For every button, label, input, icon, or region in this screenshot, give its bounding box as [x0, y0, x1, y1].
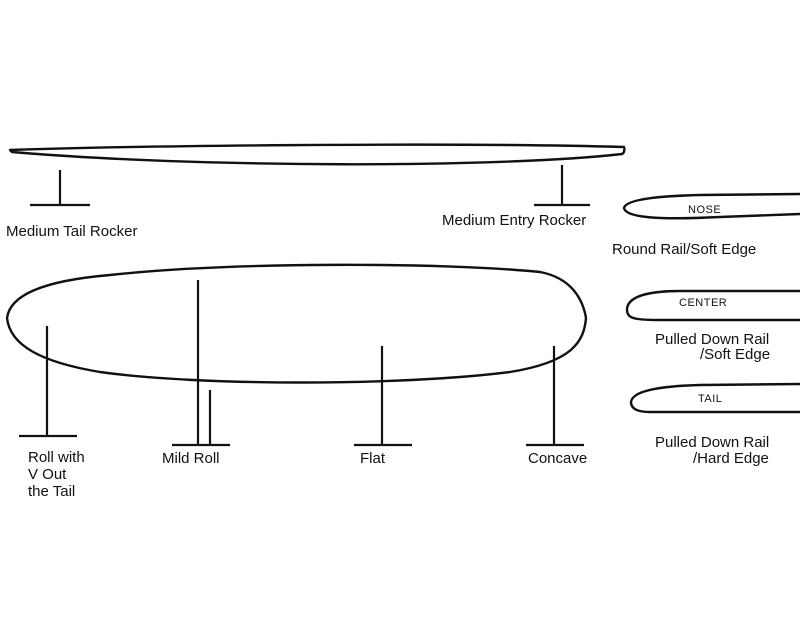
nose-rail-section: [622, 192, 800, 220]
flat-label: Flat: [360, 450, 386, 467]
roll-v-label: Roll with V Out the Tail: [28, 449, 89, 500]
tail-rail-section: [629, 382, 800, 414]
board-rocker-profile: [8, 143, 626, 166]
center-rail-label: Pulled Down Rail /Soft Edge: [655, 331, 773, 363]
tail-rail-label-line: /Hard Edge: [693, 450, 769, 467]
center-rail-label-line: /Soft Edge: [700, 346, 770, 363]
roll-v-label-line: Roll with: [28, 449, 85, 466]
tail-section-label: TAIL: [698, 393, 722, 405]
center-section-label: CENTER: [679, 297, 727, 309]
tail-rail-label-line: Pulled Down Rail: [655, 434, 769, 451]
entry-rocker-label: Medium Entry Rocker: [442, 212, 586, 229]
nose-rail-label: Round Rail/Soft Edge: [612, 241, 756, 258]
center-rail-section: [625, 289, 800, 322]
roll-v-label-line: the Tail: [28, 483, 75, 500]
tail-rocker-label: Medium Tail Rocker: [6, 223, 137, 240]
roll-v-label-line: V Out: [28, 466, 67, 483]
board-bottom-outline: [5, 263, 588, 384]
nose-section-label: NOSE: [688, 204, 721, 216]
center-rail-label-line: Pulled Down Rail: [655, 331, 769, 348]
mild-roll-label: Mild Roll: [162, 450, 220, 467]
tail-rail-label: Pulled Down Rail /Hard Edge: [655, 434, 773, 467]
concave-label: Concave: [528, 450, 587, 467]
